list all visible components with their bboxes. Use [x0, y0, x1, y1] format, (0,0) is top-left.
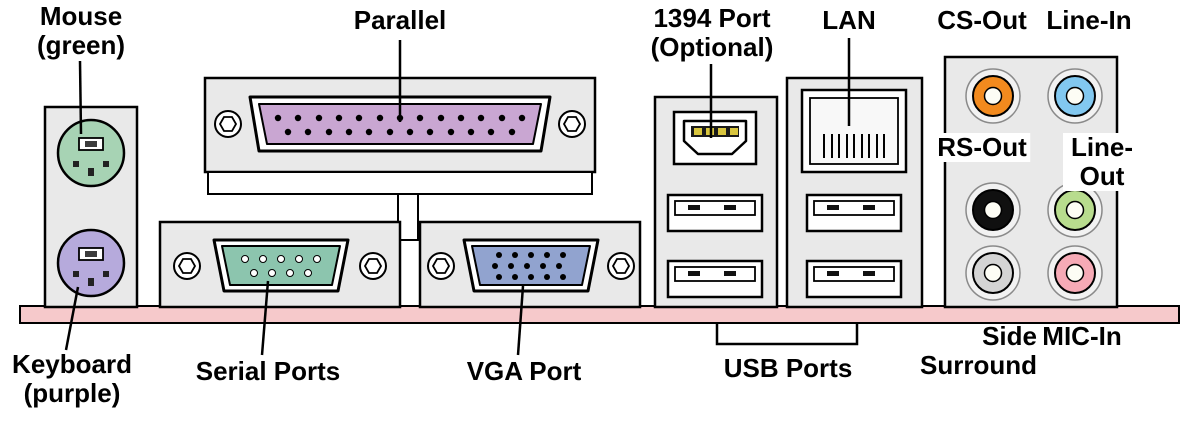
firewire-label: 1394 Port (Optional) — [650, 3, 774, 63]
audio-jack-rs-out — [965, 182, 1021, 238]
audio-jack-mic-in — [1047, 245, 1103, 301]
parallel-label: Parallel — [353, 5, 447, 35]
keyboard-leader-line — [64, 286, 80, 351]
screw-icon — [611, 258, 631, 274]
audio-jack-side-surround — [965, 245, 1021, 301]
vga-port — [427, 238, 635, 293]
audio-jack-line-out — [1047, 182, 1103, 238]
audio-jack-line-in — [1047, 68, 1103, 124]
usb-port — [666, 193, 764, 233]
line-out-label: Line-Out — [1063, 132, 1141, 192]
usb-label: USB Ports — [723, 353, 853, 383]
parallel-port — [214, 95, 586, 153]
usb-port — [666, 259, 764, 299]
keyboard-port — [56, 228, 126, 298]
leader-lines — [64, 38, 859, 356]
serial-port — [173, 238, 387, 293]
line-in-label: Line-In — [1046, 5, 1132, 35]
audio-jack-cs-out — [965, 68, 1021, 124]
vga-label: VGA Port — [466, 356, 582, 386]
mouse-port — [56, 118, 126, 188]
rs-out-label: RS-Out — [934, 132, 1030, 163]
serial-leader-line — [260, 280, 270, 356]
lan-label: LAN — [822, 5, 876, 35]
usb-port — [805, 259, 903, 299]
cs-out-label: CS-Out — [937, 5, 1027, 35]
mouse-leader-line — [78, 60, 83, 135]
side-surround-label: Side Surround — [920, 321, 1037, 381]
serial-label: Serial Ports — [195, 356, 341, 386]
usb-leader-bracket — [715, 323, 859, 346]
keyboard-label: Keyboard (purple) — [12, 349, 132, 409]
lan-port — [800, 88, 908, 174]
mouse-label: Mouse (green) — [36, 1, 126, 61]
screw-icon — [562, 116, 582, 132]
screw-icon — [431, 258, 451, 274]
screw-icon — [177, 258, 197, 274]
mic-in-label: MIC-In — [1042, 321, 1122, 351]
firewire-port — [672, 110, 758, 166]
screw-icon — [363, 258, 383, 274]
screw-icon — [218, 116, 238, 132]
vga-leader-line — [516, 285, 525, 356]
usb-port — [805, 193, 903, 233]
